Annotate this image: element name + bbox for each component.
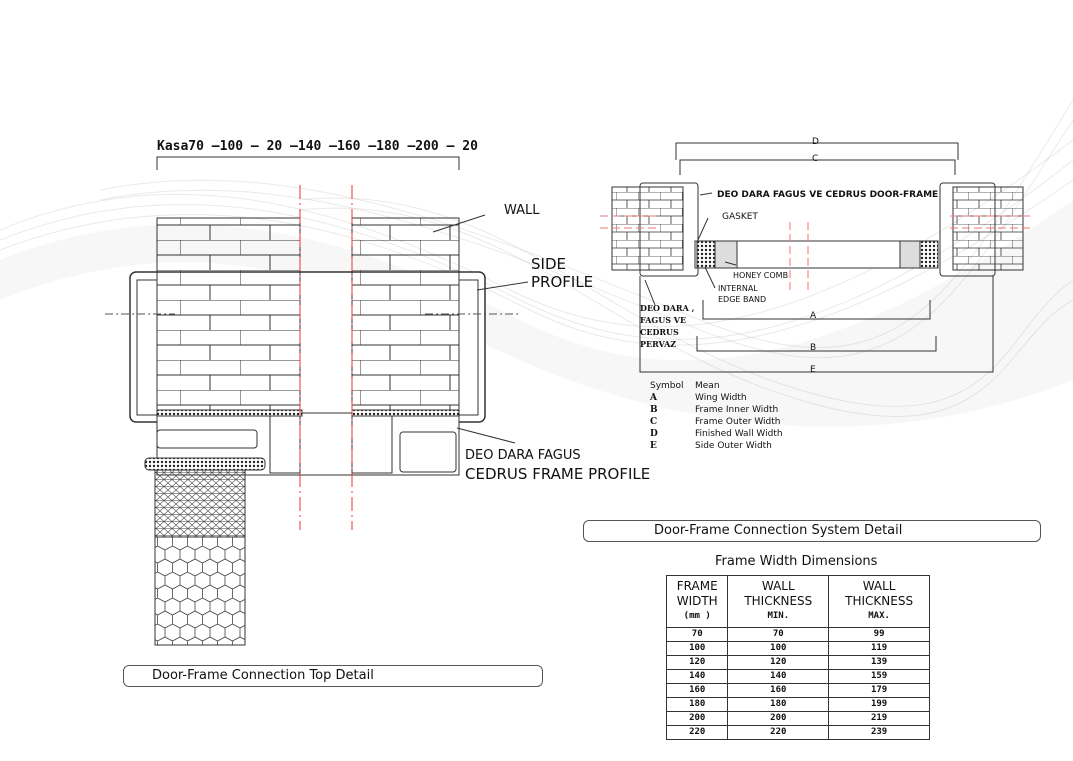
table-cell: 199 bbox=[828, 697, 930, 712]
pervaz-label: DEO DARA , FAGUS VE CEDRUS PERVAZ bbox=[640, 302, 694, 350]
legend-item: D Finished Wall Width bbox=[650, 428, 783, 440]
header-line1: FRAME bbox=[676, 579, 718, 593]
table-cell: 239 bbox=[828, 725, 930, 740]
side-profile-label-line1: SIDE bbox=[531, 255, 566, 273]
edge-band-label-line1: INTERNAL bbox=[718, 284, 758, 293]
table-cell: 160 bbox=[727, 683, 830, 698]
frame-profile-label-line2: CEDRUS FRAME PROFILE bbox=[465, 465, 651, 483]
header-unit: (mm ) bbox=[683, 611, 711, 621]
pervaz-label-line: DEO DARA , bbox=[640, 303, 695, 313]
header-line2: WIDTH bbox=[676, 594, 718, 608]
legend-item: A Wing Width bbox=[650, 392, 783, 404]
dim-e-label: E bbox=[810, 365, 816, 375]
table-cell: 160 bbox=[665, 683, 729, 698]
legend-item: E Side Outer Width bbox=[650, 440, 783, 452]
table-cell: 70 bbox=[665, 627, 729, 642]
edge-band-label-line2: EDGE BAND bbox=[718, 295, 767, 304]
table-cell: 180 bbox=[665, 697, 729, 712]
table-cell: 220 bbox=[665, 725, 729, 740]
dim-c-label: C bbox=[812, 154, 819, 164]
honeycomb-label: HONEY COMB bbox=[733, 271, 789, 280]
pervaz-label-line: PERVAZ bbox=[640, 339, 677, 349]
frame-profile-label: DEO DARA FAGUS CEDRUS FRAME PROFILE bbox=[465, 447, 650, 483]
system-detail-caption: Door-Frame Connection System Detail bbox=[583, 520, 1041, 542]
side-profile-label-line2: PROFILE bbox=[531, 273, 594, 291]
table-cell: 120 bbox=[665, 655, 729, 670]
dim-d-label: D bbox=[812, 137, 819, 147]
table-cell: 99 bbox=[828, 627, 930, 642]
table-cell: 180 bbox=[727, 697, 830, 712]
legend-symbol: B bbox=[650, 405, 658, 415]
legend-item: C Frame Outer Width bbox=[650, 416, 783, 428]
header-line1: WALL bbox=[862, 579, 896, 593]
top-detail-drawing bbox=[105, 156, 529, 646]
legend-item: B Frame Inner Width bbox=[650, 404, 783, 416]
legend-symbol: E bbox=[650, 441, 657, 451]
legend-header-symbol: Symbol bbox=[650, 381, 684, 391]
top-detail-caption: Door-Frame Connection Top Detail bbox=[123, 665, 543, 687]
legend-mean: Side Outer Width bbox=[695, 441, 772, 451]
header-line2: THICKNESS bbox=[744, 594, 813, 608]
table-cell: 70 bbox=[727, 627, 830, 642]
legend-mean: Wing Width bbox=[695, 393, 747, 403]
legend-symbol: A bbox=[650, 393, 657, 403]
system-detail-drawing bbox=[600, 142, 1030, 373]
table-cell: 119 bbox=[828, 641, 930, 656]
table-cell: 100 bbox=[727, 641, 830, 656]
table-cell: 139 bbox=[828, 655, 930, 670]
frame-profile-label-line1: DEO DARA FAGUS bbox=[465, 448, 581, 463]
legend-symbol: D bbox=[650, 429, 658, 439]
header-line2: THICKNESS bbox=[845, 594, 914, 608]
dim-a-label: A bbox=[810, 311, 817, 321]
pervaz-label-line: FAGUS VE bbox=[640, 315, 687, 325]
legend-header: Symbol Mean bbox=[650, 380, 783, 392]
header-unit: MIN. bbox=[767, 611, 790, 621]
header-unit: MAX. bbox=[868, 611, 890, 621]
header-line1: WALL bbox=[761, 579, 795, 593]
table-cell: 159 bbox=[828, 669, 930, 684]
wall-label: WALL bbox=[504, 203, 540, 218]
table-cell: 140 bbox=[665, 669, 729, 684]
dimensions-table-title: Frame Width Dimensions bbox=[715, 554, 878, 569]
door-frame-label: DEO DARA FAGUS VE CEDRUS DOOR-FRAME bbox=[717, 190, 939, 200]
legend-mean: Finished Wall Width bbox=[695, 429, 783, 439]
table-cell: 220 bbox=[727, 725, 830, 740]
dim-b-label: B bbox=[810, 343, 817, 353]
frame-size-header: Kasa70 –100 – 20 –140 –160 –180 –200 – 2… bbox=[157, 139, 478, 154]
legend-mean: Frame Inner Width bbox=[695, 405, 779, 415]
legend-symbol: C bbox=[650, 417, 658, 427]
table-cell: 120 bbox=[727, 655, 830, 670]
edge-band-label: INTERNAL EDGE BAND bbox=[718, 283, 766, 305]
legend-mean: Frame Outer Width bbox=[695, 417, 781, 427]
table-cell: 219 bbox=[828, 711, 930, 726]
pervaz-label-line: CEDRUS bbox=[640, 327, 679, 337]
table-cell: 200 bbox=[727, 711, 830, 726]
table-cell: 200 bbox=[665, 711, 729, 726]
side-profile-label: SIDE PROFILE bbox=[531, 255, 593, 291]
table-cell: 100 bbox=[665, 641, 729, 656]
gasket-label: GASKET bbox=[722, 212, 758, 222]
table-cell: 140 bbox=[727, 669, 830, 684]
legend-header-mean: Mean bbox=[695, 381, 720, 391]
table-cell: 179 bbox=[828, 683, 930, 698]
